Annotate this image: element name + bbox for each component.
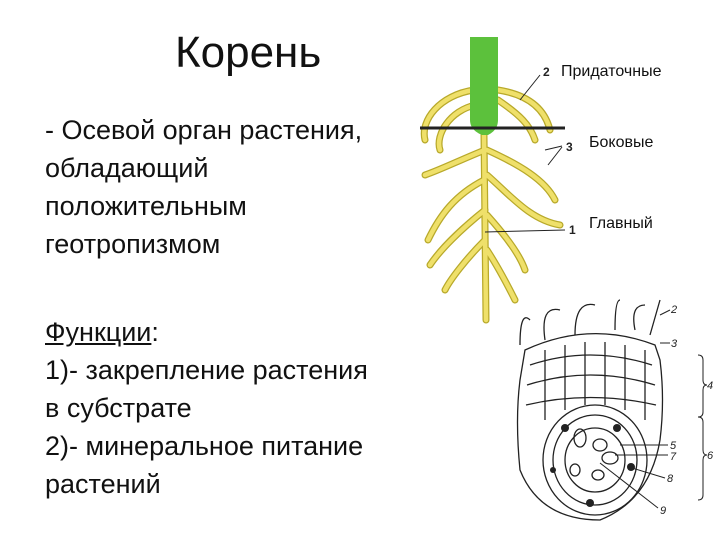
definition-line: - Осевой орган растения, — [45, 115, 363, 145]
function-line: 1)- закрепление растения — [45, 355, 368, 385]
label-main: Главный — [589, 215, 653, 232]
phloem-spots — [550, 424, 635, 507]
stem — [470, 37, 498, 135]
pointer-lines — [484, 74, 566, 233]
number-label: 8 — [667, 473, 674, 485]
number-label: 2 — [670, 304, 677, 316]
root-cross-section — [516, 299, 664, 521]
functions-colon: : — [151, 317, 159, 347]
functions-heading-label: Функции — [45, 317, 152, 347]
label-lateral: Боковые — [589, 134, 653, 151]
slide-title: Корень — [175, 28, 322, 77]
functions-heading: Функции: — [45, 313, 368, 351]
function-line: в субстрате — [45, 393, 192, 423]
section-pointers — [599, 309, 708, 509]
root-system-drawing — [420, 86, 564, 324]
definition-text: - Осевой орган растения, обладающий поло… — [45, 111, 362, 263]
label-adventitious: Придаточные — [561, 63, 662, 80]
functions-text: Функции: 1)- закрепление растения в субс… — [45, 313, 368, 503]
function-line: растений — [45, 469, 161, 499]
definition-line: положительным — [45, 191, 247, 221]
number-label: 2 — [543, 65, 550, 79]
definition-line: обладающий — [45, 153, 209, 183]
number-label: 5 — [670, 440, 677, 452]
definition-line: геотропизмом — [45, 229, 221, 259]
number-label: 3 — [566, 140, 573, 154]
number-label: 4 — [707, 380, 713, 392]
number-label: 3 — [671, 338, 678, 350]
function-line: 2)- минеральное питание — [45, 431, 364, 461]
number-label: 6 — [707, 450, 714, 462]
number-label: 1 — [569, 223, 576, 237]
number-label: 9 — [660, 505, 666, 517]
number-label: 7 — [670, 451, 677, 463]
